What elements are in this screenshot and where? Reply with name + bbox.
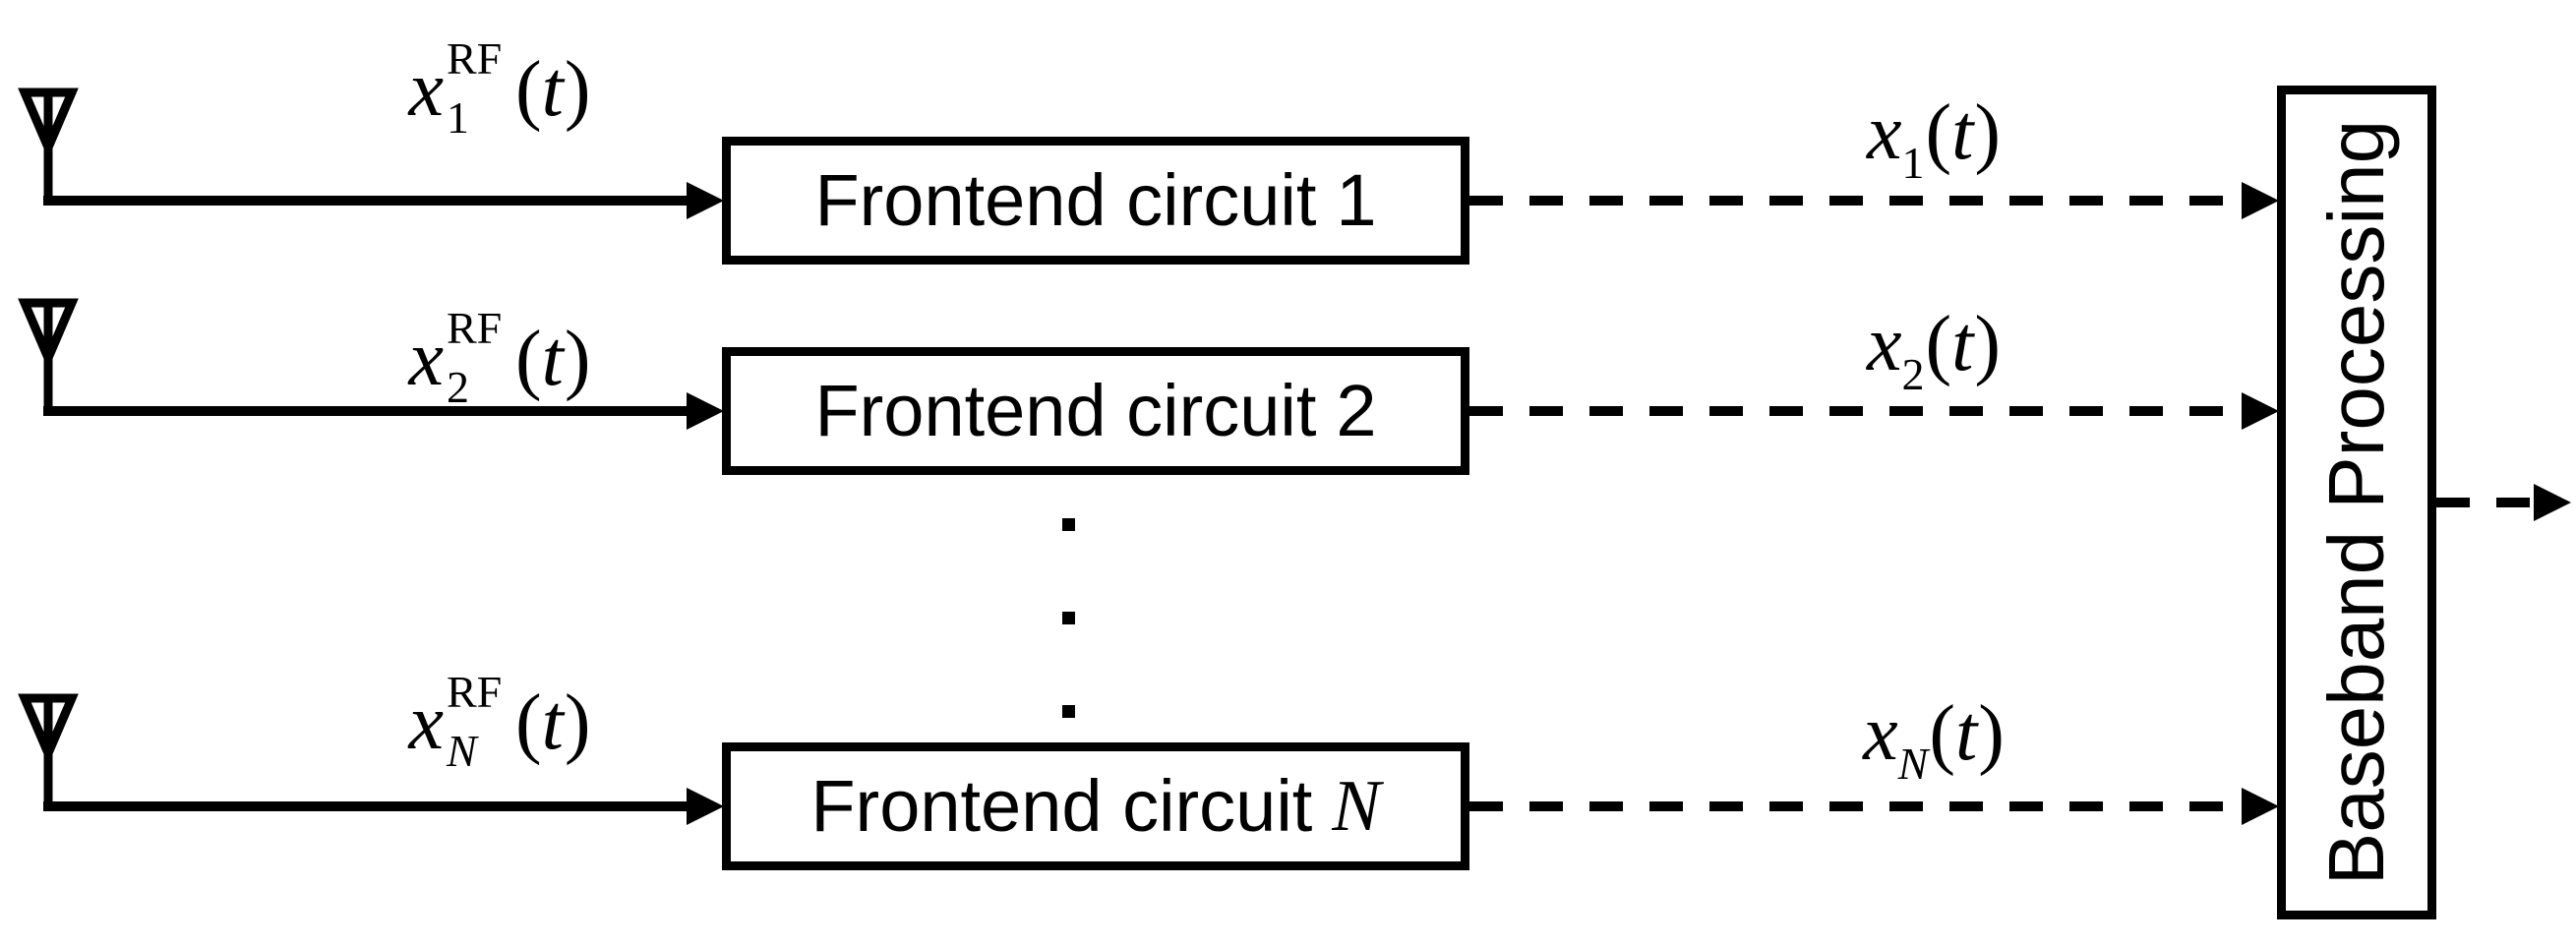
baseband-processing-label: Baseband Processing — [2312, 119, 2400, 886]
antenna-icon — [18, 88, 79, 201]
frontend-box-index: 1 — [1336, 159, 1377, 241]
dashed-arrowhead-icon — [2242, 182, 2279, 219]
math-paren: ( — [515, 46, 542, 133]
wire-arrowhead-icon — [687, 788, 724, 825]
math-paren: ( — [515, 680, 542, 766]
math-var: t — [1951, 89, 1974, 176]
math-paren: ) — [564, 316, 591, 402]
frontend-box-label: Frontend circuit — [814, 159, 1317, 241]
math-scripts: RF 2 — [444, 303, 514, 410]
math-paren: ( — [1925, 301, 1952, 387]
math-subscript: 2 — [447, 362, 469, 412]
frontend-box-index: N — [1332, 766, 1381, 847]
math-var: x — [1863, 690, 1898, 777]
math-subscript: 2 — [1901, 349, 1925, 399]
frontend-box-label: Frontend circuit — [810, 765, 1313, 847]
math-scripts: RF 1 — [444, 33, 514, 141]
dashed-arrowhead-icon — [2242, 392, 2279, 430]
math-var: x — [1866, 89, 1902, 176]
baseband-processing-box: Baseband Processing — [2277, 86, 2436, 919]
frontend-box-label: Frontend circuit — [814, 370, 1317, 451]
math-var: t — [1954, 690, 1978, 777]
math-subscript: N — [1897, 739, 1929, 789]
math-subscript: 1 — [447, 92, 469, 143]
wire-arrowhead-icon — [687, 182, 724, 219]
antenna-icon — [18, 298, 79, 411]
math-superscript: RF — [447, 303, 503, 353]
math-var: x — [408, 680, 444, 766]
math-var: t — [541, 46, 564, 133]
math-paren: ) — [564, 680, 591, 766]
math-var: x — [408, 316, 444, 402]
math-paren: ( — [515, 316, 542, 402]
math-var: x — [1866, 301, 1902, 387]
math-superscript: RF — [447, 667, 503, 717]
dashed-arrowhead-icon — [2534, 484, 2571, 521]
math-var: t — [541, 316, 564, 402]
math-scripts: RF N — [444, 667, 514, 774]
baseband-input-label-row-n: xN(t) — [1863, 694, 2005, 787]
math-superscript: RF — [447, 33, 503, 84]
wire-arrowhead-icon — [687, 392, 724, 430]
math-var: t — [1951, 301, 1974, 387]
vertical-ellipsis-icon — [1062, 518, 1075, 718]
math-var: t — [541, 680, 564, 766]
math-paren: ) — [1974, 89, 2002, 176]
baseband-input-label-row-1: x1(t) — [1867, 93, 2001, 186]
math-paren: ( — [1925, 89, 1952, 176]
math-paren: ) — [1974, 301, 2002, 387]
math-paren: ) — [1978, 690, 2005, 777]
math-var: x — [408, 46, 444, 133]
math-subscript: 1 — [1901, 138, 1925, 188]
dashed-arrowhead-icon — [2242, 788, 2279, 825]
math-paren: ( — [1929, 690, 1955, 777]
math-paren: ) — [564, 46, 591, 133]
baseband-input-label-row-2: x2(t) — [1867, 305, 2001, 397]
math-subscript: N — [447, 726, 477, 776]
frontend-box-index: 2 — [1336, 370, 1377, 451]
antenna-icon — [18, 693, 79, 806]
